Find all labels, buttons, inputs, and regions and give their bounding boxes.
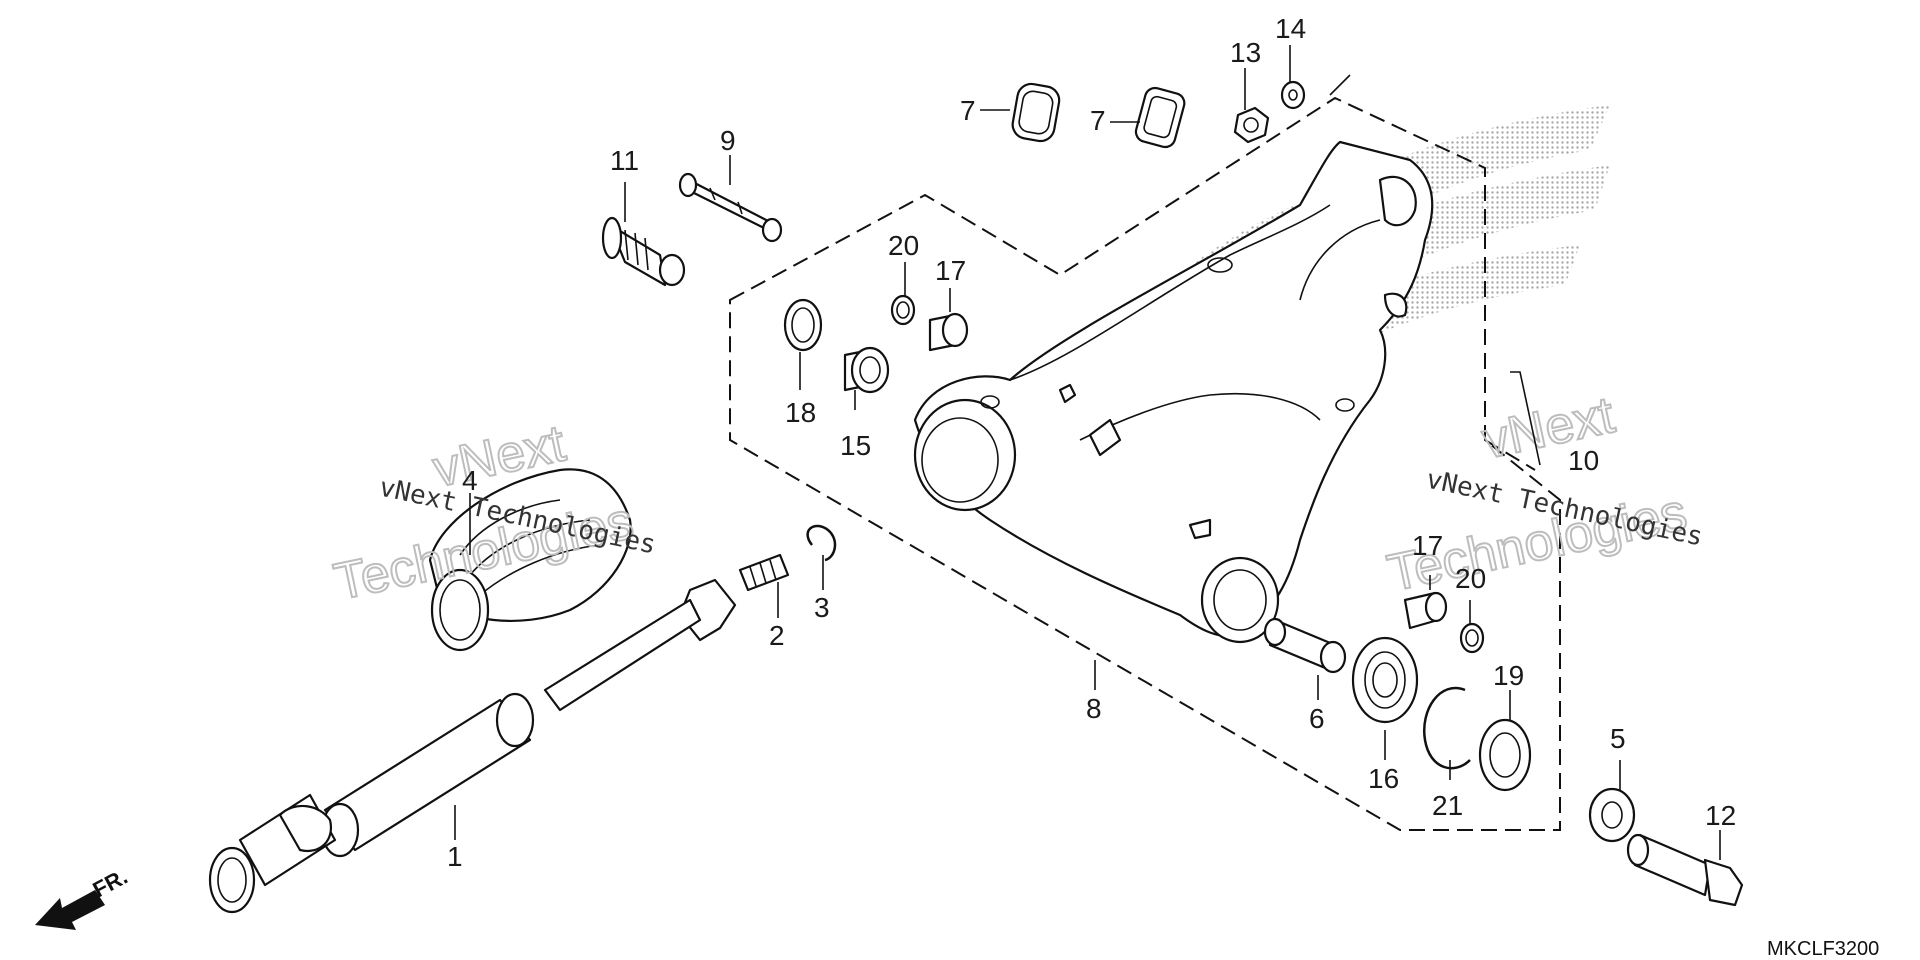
callout-18: 18: [785, 397, 816, 428]
part-16-bearing: [1351, 636, 1419, 724]
part-1-propeller-shaft: [208, 578, 737, 914]
callout-20b: 20: [1455, 563, 1486, 594]
callout-14: 14: [1275, 13, 1306, 44]
part-7-seal-b: [1134, 86, 1186, 149]
callout-15: 15: [840, 430, 871, 461]
callout-8: 8: [1086, 693, 1102, 724]
callout-10: 10: [1568, 445, 1599, 476]
callouts: 1 2 3 4 5 6 7 7 8 9 10 11 12 13 14 15 16…: [447, 13, 1736, 872]
callout-6: 6: [1309, 703, 1325, 734]
diagram-code: MKCLF3200: [1767, 938, 1879, 960]
part-13-nut: [1233, 106, 1270, 144]
callout-17b: 17: [1412, 530, 1443, 561]
part-14-washer: [1280, 80, 1306, 110]
part-4-boot: [428, 468, 632, 652]
callout-16: 16: [1368, 763, 1399, 794]
part-17-bushing-upper: [928, 312, 969, 352]
leader-lines: [454, 45, 1721, 860]
callout-20a: 20: [888, 230, 919, 261]
part-6-collar: [1263, 617, 1347, 674]
part-3-clip: [806, 524, 837, 562]
callout-19: 19: [1493, 660, 1524, 691]
callout-4: 4: [462, 465, 478, 496]
callout-9: 9: [720, 125, 736, 156]
callout-7b: 7: [1090, 105, 1106, 136]
part-21-circlip: [1422, 686, 1471, 770]
callout-17a: 17: [935, 255, 966, 286]
callout-11: 11: [610, 145, 639, 176]
part-18-seal-upper: [783, 298, 823, 352]
callout-5: 5: [1610, 723, 1626, 754]
part-2-spring: [738, 553, 790, 592]
part-17-bushing-lower: [1403, 591, 1448, 630]
callout-3: 3: [814, 592, 830, 623]
front-direction-indicator: FR.: [35, 864, 132, 930]
part-5-washer: [1588, 787, 1636, 843]
part-12-bolt: [1626, 833, 1744, 907]
callout-2: 2: [769, 620, 785, 651]
leader-10-dashed: [1484, 439, 1536, 471]
swingarm: [913, 140, 1434, 644]
callout-1: 1: [447, 841, 463, 872]
part-20-circlip-lower: [1459, 622, 1485, 654]
callout-13: 13: [1230, 37, 1261, 68]
callout-21: 21: [1432, 790, 1463, 821]
part-20-circlip-upper: [890, 294, 916, 326]
part-19-seal: [1478, 718, 1532, 792]
part-7-seal-a: [1011, 82, 1061, 143]
part-9-pin: [678, 172, 783, 243]
front-arrow-icon: [35, 890, 105, 930]
part-11-pivot-bolt: [601, 216, 686, 287]
callout-12: 12: [1705, 800, 1736, 831]
part-15-bearing: [843, 346, 890, 394]
callout-7a: 7: [960, 95, 976, 126]
